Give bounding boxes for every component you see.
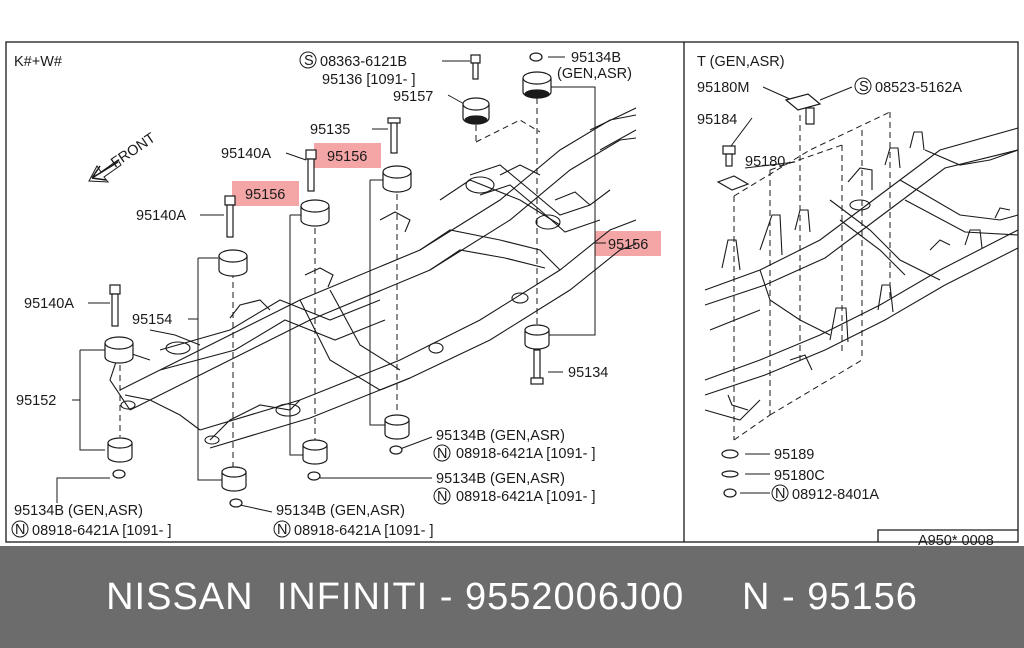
part-number-banner: NISSAN INFINITI - 9552006J00 N - 95156 bbox=[0, 546, 1024, 648]
label-95140a-1: 95140A bbox=[221, 146, 271, 162]
label-95135: 95135 bbox=[310, 122, 350, 138]
banner-text: NISSAN INFINITI - 9552006J00 N - 95156 bbox=[106, 575, 918, 618]
label-95189: 95189 bbox=[774, 447, 814, 463]
label-08918-6421a-3: 08918-6421A [1091- ] bbox=[32, 523, 171, 539]
chassis-frame-left bbox=[109, 107, 637, 449]
label-08918-6421a-1: 08918-6421A [1091- ] bbox=[456, 446, 595, 462]
label-95184: 95184 bbox=[697, 112, 737, 128]
front-arrow-icon bbox=[88, 159, 122, 183]
s-symbol-icon bbox=[854, 77, 872, 95]
label-95134b-gen-1: 95134B (GEN,ASR) bbox=[436, 428, 565, 444]
right-panel-labels: T (GEN,ASR) 95180M S 08523-5162A 95184 9… bbox=[697, 54, 994, 546]
s-symbol-text: S bbox=[304, 53, 314, 69]
s-symbol-text: S bbox=[859, 79, 869, 95]
label-95156-1: 95156 bbox=[327, 149, 367, 165]
n-symbol-icon bbox=[771, 484, 789, 502]
label-gen-asr-top: (GEN,ASR) bbox=[557, 66, 632, 82]
panel-frames bbox=[5, 41, 1019, 543]
left-panel-labels: K#+W# FRONT S 08363-6121B 95136 [1091- ]… bbox=[11, 50, 648, 539]
label-95157: 95157 bbox=[393, 89, 433, 105]
parts-diagram: K#+W# FRONT S 08363-6121B 95136 [1091- ]… bbox=[5, 41, 1019, 546]
n-symbol-text: N bbox=[437, 446, 447, 462]
label-95180: 95180 bbox=[745, 154, 785, 170]
n-symbol-icon bbox=[433, 444, 451, 462]
label-95180m: 95180M bbox=[697, 80, 749, 96]
label-08363-6121b: 08363-6121B bbox=[320, 54, 407, 70]
panel-code: K#+W# bbox=[14, 54, 62, 70]
label-08912-8401a: 08912-8401A bbox=[792, 487, 879, 503]
label-95134: 95134 bbox=[568, 365, 608, 381]
n-symbol-icon bbox=[273, 520, 291, 538]
label-95156-3: 95156 bbox=[608, 237, 648, 253]
mount-parts-left bbox=[104, 52, 552, 508]
mount-parts-right bbox=[716, 93, 822, 498]
label-08918-6421a-4: 08918-6421A [1091- ] bbox=[294, 523, 433, 539]
label-95140a-2: 95140A bbox=[136, 208, 186, 224]
label-95152: 95152 bbox=[16, 393, 56, 409]
label-08918-6421a-2: 08918-6421A [1091- ] bbox=[456, 489, 595, 505]
leader-lines-left bbox=[56, 56, 606, 513]
n-symbol-text: N bbox=[775, 486, 785, 502]
n-symbol-icon bbox=[11, 520, 29, 538]
label-95154: 95154 bbox=[132, 312, 172, 328]
label-95156-2: 95156 bbox=[245, 187, 285, 203]
label-95134b-top: 95134B bbox=[571, 50, 621, 66]
highlight-boxes bbox=[232, 143, 661, 256]
label-95134b-gen-3: 95134B (GEN,ASR) bbox=[14, 503, 143, 519]
n-symbol-text: N bbox=[15, 522, 25, 538]
n-symbol-text: N bbox=[437, 489, 447, 505]
s-symbol-icon bbox=[299, 51, 317, 69]
reference-code: A950* 0008 bbox=[918, 533, 994, 546]
front-label: FRONT bbox=[108, 130, 158, 171]
label-95134b-gen-2: 95134B (GEN,ASR) bbox=[436, 471, 565, 487]
label-08523-5162a: 08523-5162A bbox=[875, 80, 962, 96]
label-95180c: 95180C bbox=[774, 468, 825, 484]
n-symbol-icon bbox=[433, 487, 451, 505]
right-panel-code: T (GEN,ASR) bbox=[697, 54, 785, 70]
leader-lines-right bbox=[727, 86, 891, 494]
label-95136: 95136 [1091- ] bbox=[322, 72, 416, 88]
chassis-frame-right bbox=[704, 127, 1019, 421]
n-symbol-text: N bbox=[277, 522, 287, 538]
label-95134b-gen-4: 95134B (GEN,ASR) bbox=[276, 503, 405, 519]
label-95140a-3: 95140A bbox=[24, 296, 74, 312]
